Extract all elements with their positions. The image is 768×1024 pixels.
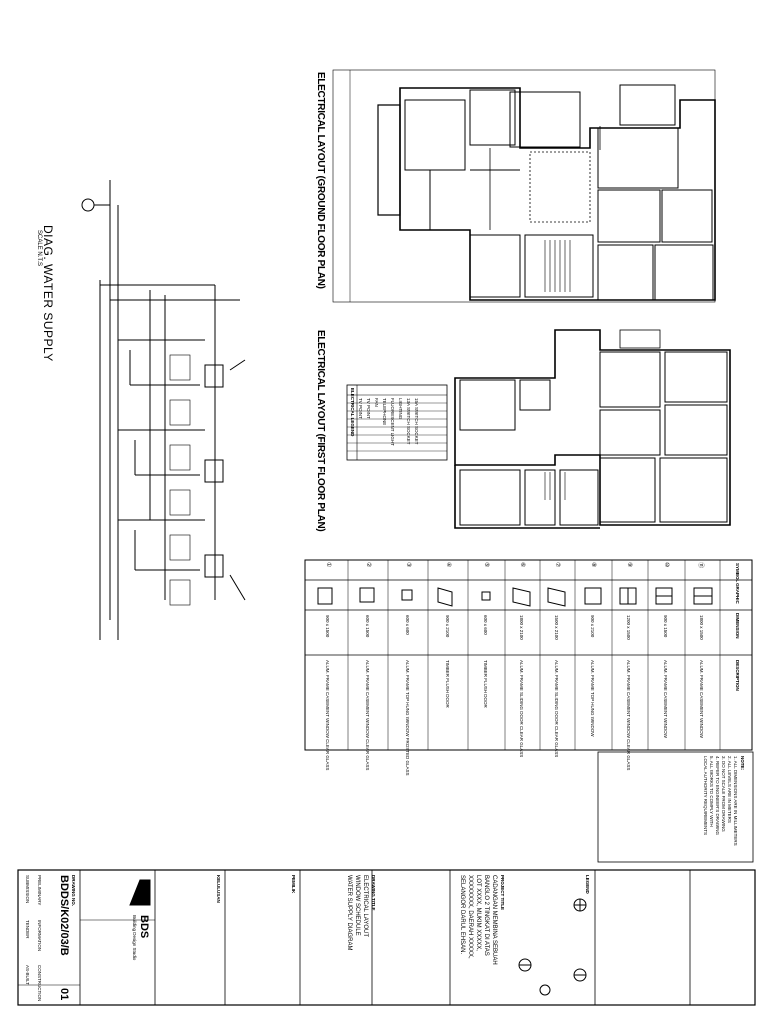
legend-label: LEGEND <box>585 875 590 894</box>
schedule-header: SYMBOL <box>735 563 740 583</box>
company-name: Building Design Studio <box>132 915 137 961</box>
project-line: BANGLO 2 TINGKAT DI ATAS <box>483 875 489 956</box>
schedule-header: DESCRIPTION <box>735 660 740 691</box>
legend-item: FAN <box>374 398 379 407</box>
project-line: SELANGOR DARUL EHSAN. <box>459 875 465 955</box>
schedule-code: ④ <box>445 562 451 568</box>
schedule-code: ⑤ <box>483 562 489 568</box>
schedule-dim: 600 x 1500 <box>365 615 370 638</box>
legend-item: FLUORESCENT LIGHT <box>390 398 395 446</box>
checkbox-label: SUBMISSION <box>25 875 30 904</box>
schedule-desc: ALUM. FRAME CASEMENT WINDOW <box>699 660 704 738</box>
checkbox-label: AS-BUILT <box>25 965 30 985</box>
schedule-desc: TIMBER FLUSH DOOR <box>445 660 450 708</box>
project-line: XXXXXXXX, DAERAH XXXXX, <box>467 875 473 959</box>
schedule-desc: ALUM. FRAME TOP HUNG WINDOW <box>590 660 595 737</box>
checkbox-label: CONSTRUCTION <box>37 965 42 1002</box>
company-logo: BDS <box>138 915 150 939</box>
legend-item: TV POINT <box>358 398 363 419</box>
schedule-dim: 900 x 1500 <box>325 615 330 638</box>
schedule-code: ⑥ <box>519 562 525 568</box>
checkbox-label: PRELIMINARY <box>37 875 42 906</box>
schedule-code: ⑦ <box>554 562 560 568</box>
schedule-code: ⑩ <box>663 562 669 568</box>
ground-floor-title: ELECTRICAL LAYOUT (GROUND FLOOR PLAN) <box>315 72 326 289</box>
schedule-code: ⑪ <box>697 562 703 569</box>
approval-label: KELULUSAN <box>216 875 221 903</box>
notes-box <box>597 751 754 863</box>
schedule-dim: 900 x 1500 <box>663 615 668 638</box>
schedule-desc: ALUM. FRAME CASEMENT WINDOW CLEAR GLASS <box>325 660 330 771</box>
water-supply-diagram <box>81 180 246 640</box>
checkbox-label: INFORMATION <box>37 920 42 952</box>
legend-box <box>346 384 448 461</box>
schedule-dim: 1500 x 2100 <box>554 615 559 640</box>
schedule-header: GRAPHIC <box>735 583 740 604</box>
drawing-line: WINDOW SCHEDULE <box>354 875 360 936</box>
legend-item: 13A SWITCH SOCKET <box>406 398 411 445</box>
notes-title: NOTE: <box>740 756 745 770</box>
ground-floor-plan <box>332 69 716 303</box>
drawing-no-label: DRAWING NO. <box>71 875 76 906</box>
schedule-header: DIMENSION <box>735 613 740 639</box>
notes-line: 3. DO NOT SCALE FROM DRAWING <box>721 756 726 832</box>
schedule-code: ① <box>325 562 331 568</box>
drawing-line: ELECTRICAL LAYOUT <box>362 875 368 938</box>
water-supply-title: DIAG. WATER SUPPLY <box>41 225 55 362</box>
project-line: CADANGAN MEMBINA SEBUAH <box>491 875 497 965</box>
schedule-dim: 900 x 2100 <box>445 615 450 638</box>
notes-line: 4. REFER TO ENGINEER'S DRAWING <box>715 756 720 836</box>
schedule-desc: ALUM. FRAME CASEMENT WINDOW CLEAR GLASS <box>626 660 631 771</box>
schedule-code: ⑨ <box>626 562 632 568</box>
schedule-desc: ALUM. FRAME SLIDING DOOR CLEAR GLASS <box>554 660 559 758</box>
water-supply-scale: SCALE N.T.S <box>36 230 42 267</box>
schedule-desc: ALUM. FRAME SLIDING DOOR CLEAR GLASS <box>519 660 524 758</box>
legend-item: TV POINT <box>366 398 371 419</box>
drawing-line: WATER SUPPLY DIAGRAM <box>346 875 352 951</box>
schedule-code: ② <box>365 562 371 568</box>
notes-line: 5. ALL WORKS TO COMPLY WITH <box>709 756 714 827</box>
schedule-dim: 1800 x 1500 <box>699 615 704 640</box>
first-floor-plan <box>454 329 731 529</box>
first-floor-title: ELECTRICAL LAYOUT (FIRST FLOOR PLAN) <box>315 330 326 532</box>
legend-item: 15A SWITCH SOCKET <box>414 398 419 445</box>
window-schedule-table <box>304 559 753 751</box>
title-block <box>17 869 756 1006</box>
legend-header: ELECTRICAL LEGEND <box>350 388 355 437</box>
checkbox-label: TENDER <box>25 920 30 939</box>
schedule-dim: 1200 x 1500 <box>626 615 631 640</box>
schedule-code: ③ <box>405 562 411 568</box>
legend-item: TELEPHONE <box>382 398 387 426</box>
schedule-dim: 900 x 2100 <box>590 615 595 638</box>
drawing-number: BDDS/K02/03/B <box>58 875 70 956</box>
drawing-label: DRAWING TITLE <box>371 875 376 911</box>
legend-item: LIGHTING <box>398 398 403 420</box>
schedule-dim: 600 x 600 <box>483 615 488 635</box>
project-line: LOT XXXX, MUKIM XXXXX, <box>475 875 481 951</box>
schedule-desc: TIMBER FLUSH DOOR <box>483 660 488 708</box>
notes-line: 2. ALL LEVELS ARE IN METERS <box>727 756 732 823</box>
schedule-dim: 1800 x 2100 <box>519 615 524 640</box>
schedule-desc: ALUM. FRAME CASEMENT WINDOW CLEAR GLASS <box>365 660 370 771</box>
sheet-number: 01 <box>58 988 70 1001</box>
owner-label: PEMILIK <box>291 875 296 894</box>
schedule-dim: 600 x 600 <box>405 615 410 635</box>
notes-line: 1. ALL DIMENSIONS ARE IN MILLIMETERS <box>733 756 738 846</box>
project-label: PROJECT TITLE <box>500 875 505 911</box>
schedule-code: ⑧ <box>590 562 596 568</box>
schedule-desc: ALUM. FRAME CASEMENT WINDOW <box>663 660 668 738</box>
schedule-desc: ALUM. FRAME TOP HUNG WINDOW FROSTED GLAS… <box>405 660 410 776</box>
notes-line: LOCAL AUTHORITY REQUIREMENTS <box>703 756 708 836</box>
